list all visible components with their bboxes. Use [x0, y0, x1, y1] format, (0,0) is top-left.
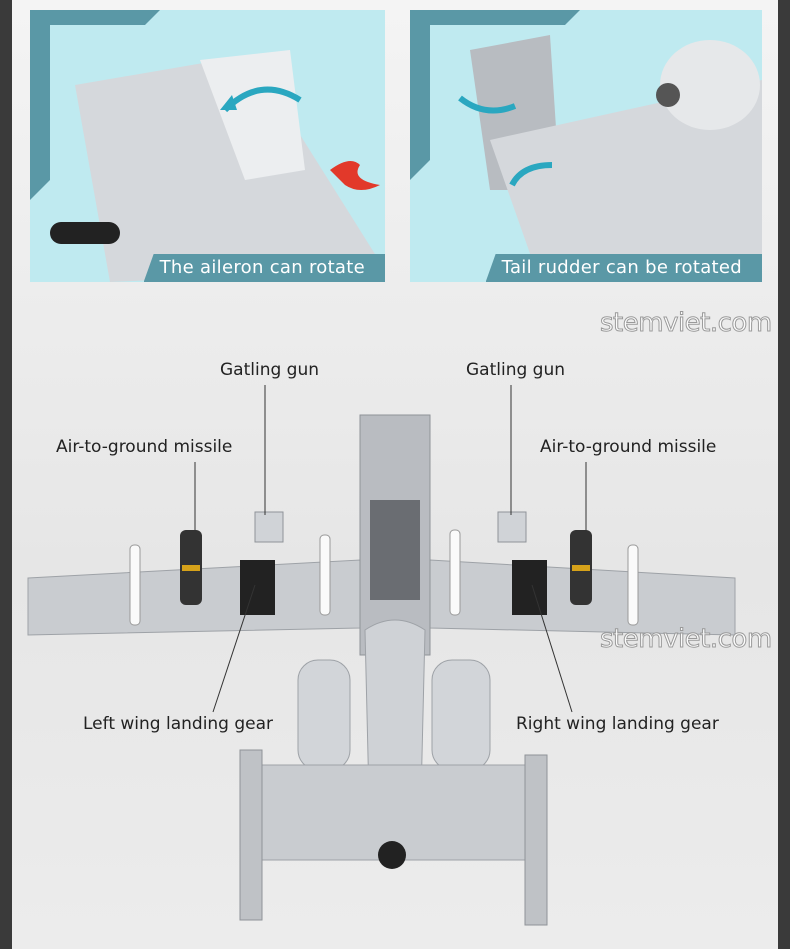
aileron-panel: The aileron can rotate: [30, 10, 385, 282]
rudder-panel: Tail rudder can be rotated: [410, 10, 762, 282]
tail-exhaust: [378, 841, 406, 869]
label-missile-left: Air-to-ground missile: [56, 437, 233, 457]
rudder-caption: Tail rudder can be rotated: [485, 254, 762, 282]
label-gatling-left: Gatling gun: [220, 360, 320, 380]
leader-lines: [194, 385, 587, 713]
left-fin: [239, 749, 263, 921]
white-rockets: [129, 529, 639, 626]
label-gatling-right: Gatling gun: [466, 360, 566, 380]
label-missile-right: Air-to-ground missile: [540, 437, 717, 457]
right-engine: [431, 659, 491, 771]
watermark: stemviet.com: [600, 308, 773, 339]
right-fin: [524, 754, 548, 926]
aileron-illustration: [30, 10, 385, 282]
aileron-caption: The aileron can rotate: [143, 254, 385, 282]
watermark: stemviet.com: [600, 624, 773, 655]
rudder-illustration: [410, 10, 762, 282]
label-gear-left: Left wing landing gear: [83, 714, 274, 734]
label-gear-right: Right wing landing gear: [516, 714, 719, 734]
missiles: [180, 530, 592, 605]
landing-gear: [240, 560, 547, 615]
gatling-pods: [254, 511, 527, 543]
left-engine: [297, 659, 351, 771]
